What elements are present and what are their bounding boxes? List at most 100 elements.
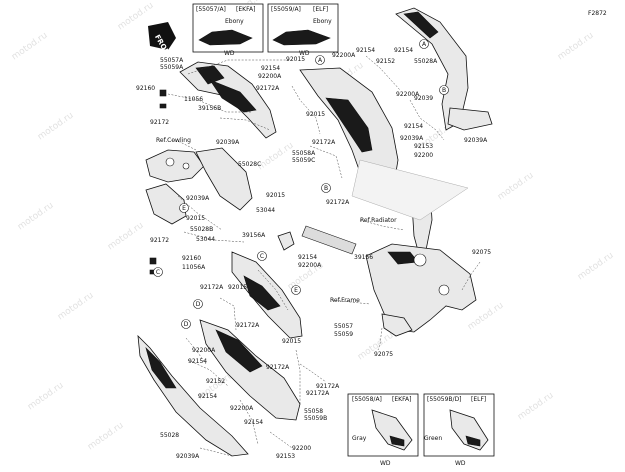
part-number-label: 92200A: [192, 347, 216, 354]
part-number-labels: 55057A55059A921601105639156B921729215492…: [136, 47, 491, 460]
part-number-label: 92160: [136, 85, 155, 92]
part-number-label: 92015: [282, 338, 301, 345]
callout-circle: [179, 203, 189, 213]
callout-letter: B: [442, 87, 446, 94]
watermark-text: motod.ru: [86, 421, 126, 453]
part-number-label: 92015: [286, 56, 305, 63]
part-number-label: 55058A: [292, 150, 316, 157]
variant-box-top-mid: [55059/A] [ELF] Ebony WD: [267, 3, 339, 57]
callout-circle: [321, 183, 331, 193]
watermark-text: motod.ru: [106, 221, 146, 253]
part-number-label: 92154: [244, 419, 263, 426]
part-number-label: 92152: [376, 58, 395, 65]
callout-circle: [439, 85, 449, 95]
part-number-label: 39156A: [242, 232, 266, 239]
frame-part: [365, 243, 477, 337]
part-number-label: 92039A: [176, 453, 200, 460]
figure-id: F2872: [588, 10, 607, 17]
part-number-label: 11056: [184, 96, 203, 103]
callout-circle: [315, 55, 325, 65]
part-number-label: 92154: [298, 254, 317, 261]
variant-box-code: WD: [299, 50, 310, 57]
part-number-label: 92200A: [332, 52, 356, 59]
variant-box-header: [55059B/D]: [427, 396, 462, 403]
part-number-label: 92039A: [400, 135, 424, 142]
variant-box-model: [ELF]: [313, 6, 328, 13]
part-number-label: 92015: [186, 215, 205, 222]
variant-box-header: [55057/A]: [196, 6, 226, 13]
variant-box-bottom-right: [55059B/D] [ELF] Green WD: [423, 393, 495, 467]
part-number-label: 92154: [198, 393, 217, 400]
part-number-label: 92015: [228, 284, 247, 291]
part-number-label: 39156B: [198, 105, 221, 112]
part-number-label: 92172A: [306, 390, 330, 397]
variant-box-model: [EKFA]: [392, 396, 411, 403]
part-number-label: 53044: [256, 207, 275, 214]
part-number-label: 55028B: [190, 226, 213, 233]
part-number-label: 55057: [334, 323, 353, 330]
watermark-text: motod.ru: [466, 301, 506, 333]
variant-box-model: [ELF]: [471, 396, 486, 403]
callout-letter: C: [156, 269, 160, 276]
part-number-label: 55058: [304, 408, 323, 415]
watermark-layer: motod.ru motod.ru motod.ru motod.ru motod.ru…: [10, 0, 616, 452]
part-number-label: 92039A: [186, 195, 210, 202]
callout-circle: [419, 39, 429, 49]
callout-letter: D: [196, 301, 201, 308]
callout-circle: [193, 299, 203, 309]
part-number-label: 55059C: [292, 157, 315, 164]
part-number-label: 92015: [266, 192, 285, 199]
part-number-label: 55059A: [160, 64, 184, 71]
lower-fairing-part-1: [231, 251, 303, 339]
seal-strip-part: [277, 225, 357, 255]
watermark-text: motod.ru: [10, 31, 50, 63]
part-number-label: 55028A: [414, 58, 438, 65]
part-number-label: 92172A: [256, 85, 280, 92]
part-number-label: 92172A: [266, 364, 290, 371]
callout-circle: [257, 251, 267, 261]
belly-pan-part: [137, 334, 249, 457]
callout-letter: B: [324, 185, 328, 192]
inner-cowl-part: [145, 147, 253, 225]
fastener-clip-upper: [159, 89, 167, 109]
callout-letter: A: [422, 41, 427, 48]
lower-fairing-part-2: [199, 319, 301, 421]
watermark-text: motod.ru: [26, 381, 66, 413]
variant-box-header: [55059/A]: [271, 6, 301, 13]
watermark-text: motod.ru: [16, 201, 56, 233]
part-number-label: 92039: [414, 95, 433, 102]
part-number-label: 92200A: [230, 405, 254, 412]
variant-box-color: Gray: [352, 435, 367, 442]
part-number-label: 92200A: [298, 262, 322, 269]
part-number-label: 92039A: [464, 137, 488, 144]
part-number-label: 92172A: [236, 322, 260, 329]
part-number-label: 92200: [414, 152, 433, 159]
watermark-text: motod.ru: [496, 171, 536, 203]
part-number-label: 92172A: [316, 383, 340, 390]
part-number-label: 55028: [160, 432, 179, 439]
radiator-shroud-part: [351, 159, 469, 259]
part-number-label: 92172A: [326, 199, 350, 206]
ref-frame-label: Ref.Frame: [330, 297, 360, 304]
watermark-text: motod.ru: [576, 251, 616, 283]
variant-box-color: Green: [424, 435, 442, 442]
part-number-label: 92154: [261, 65, 280, 72]
callout-circle: [291, 285, 301, 295]
callout-circle: [153, 267, 163, 277]
variant-box-top-left: [55057/A] [EKFA] Ebony WD: [192, 3, 264, 57]
part-number-label: 92075: [374, 351, 393, 358]
callout-letter: A: [318, 57, 323, 64]
part-number-label: 92154: [394, 47, 413, 54]
part-number-label: 92200: [292, 445, 311, 452]
variant-box-bottom-left: [55058/A] [EKFA] Gray WD: [347, 393, 419, 467]
part-number-label: 92160: [182, 255, 201, 262]
variant-box-header: [55058/A]: [352, 396, 382, 403]
part-number-label: 55059: [334, 331, 353, 338]
variant-box-code: WD: [455, 460, 466, 467]
upper-left-cowl-part: [179, 61, 277, 139]
variant-box-color: Ebony: [313, 18, 332, 25]
leader-lines: [167, 55, 481, 457]
